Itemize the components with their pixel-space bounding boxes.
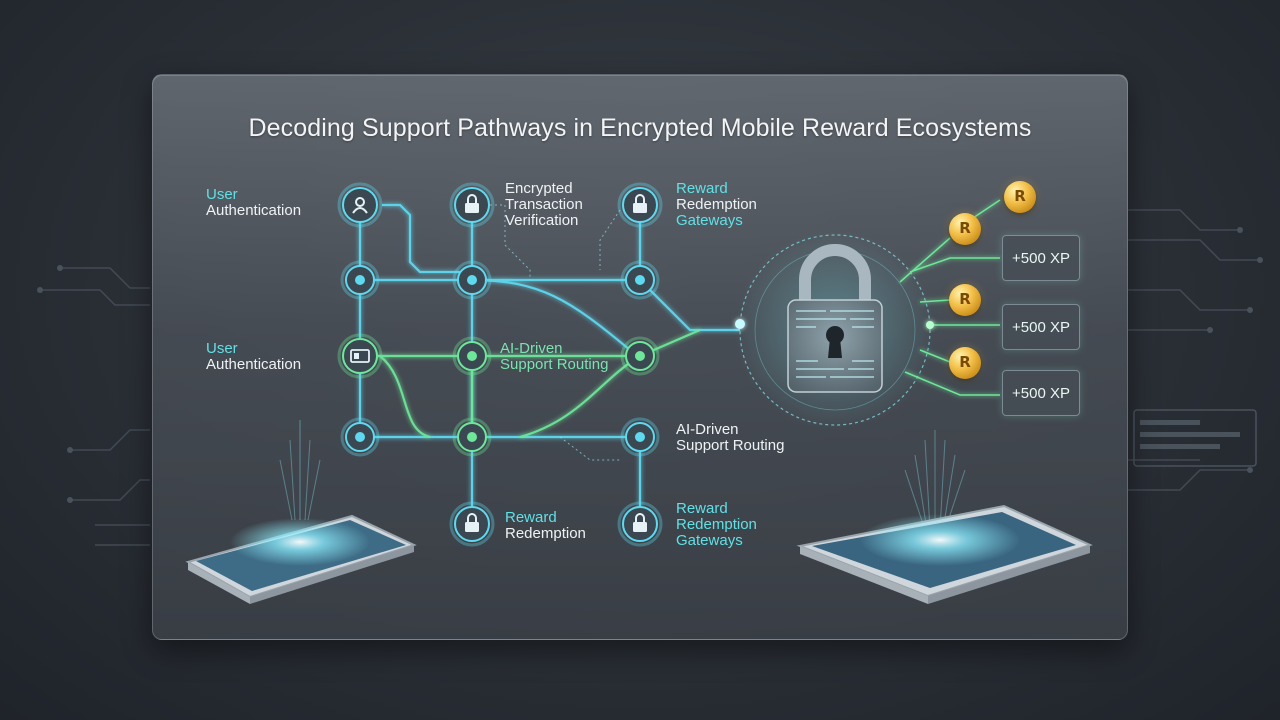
- tablet-icon: [796, 430, 1093, 604]
- xp-reward-card: +500 XP: [1002, 304, 1080, 350]
- label-user-auth-top: User Authentication: [206, 187, 301, 219]
- central-padlock: [735, 230, 935, 430]
- node-dot-icon: [467, 275, 477, 285]
- lock-icon: [465, 513, 479, 532]
- label-line: AI-Driven: [500, 340, 563, 357]
- label-line: Support Routing: [676, 437, 785, 454]
- node-ai-routing-low: [620, 417, 660, 457]
- label-line: Gateways: [676, 532, 743, 549]
- label-line: Gateways: [676, 212, 743, 229]
- label-encrypted-verification: Encrypted Transaction Verification: [505, 181, 583, 229]
- node-junction: [452, 417, 492, 457]
- label-line: AI-Driven: [676, 421, 739, 438]
- coin-symbol: R: [959, 219, 971, 237]
- xp-value: +500 XP: [1012, 250, 1070, 267]
- node-reward-redemption: [449, 501, 495, 547]
- label-line: Transaction: [505, 196, 583, 213]
- label-line: Reward: [676, 180, 728, 197]
- xp-reward-card: +500 XP: [1002, 370, 1080, 416]
- node-dot-icon: [635, 275, 645, 285]
- node-reward-gateways-bottom: [617, 501, 663, 547]
- label-line: Authentication: [206, 356, 302, 373]
- coin-symbol: R: [1014, 187, 1026, 205]
- coin-symbol: R: [959, 353, 971, 371]
- user-icon: [352, 197, 368, 214]
- reward-coin-icon: R: [1004, 181, 1036, 213]
- node-ai-routing: [452, 336, 492, 376]
- dashed-connections: [490, 204, 621, 461]
- node-dot-icon: [467, 351, 477, 361]
- node-junction: [340, 417, 380, 457]
- label-line: Reward: [505, 509, 557, 526]
- card-icon: [350, 349, 370, 363]
- label-line: Support Routing: [500, 356, 609, 373]
- node-junction: [620, 260, 660, 300]
- xp-value: +500 XP: [1012, 385, 1070, 402]
- node-dot-icon: [635, 351, 645, 361]
- coin-symbol: R: [959, 290, 971, 308]
- xp-reward-card: +500 XP: [1002, 235, 1080, 281]
- label-ai-routing-low: AI-Driven Support Routing: [676, 422, 784, 454]
- label-user-auth-mid: User Authentication: [206, 341, 301, 373]
- label-reward-gateways-bottom: Reward Redemption Gateways: [676, 501, 757, 549]
- label-line: Reward: [676, 500, 728, 517]
- smartphone-icon: [185, 420, 417, 604]
- label-reward-redemption-bottom: Reward Redemption: [505, 510, 586, 542]
- node-dot-icon: [467, 432, 477, 442]
- node-user-auth-card: [337, 333, 383, 379]
- node-junction: [620, 336, 660, 376]
- label-line: Redemption: [505, 525, 586, 542]
- reward-connections: [899, 199, 1001, 396]
- node-junction: [452, 260, 492, 300]
- lock-icon: [633, 194, 647, 213]
- node-dot-icon: [635, 432, 645, 442]
- label-line: Authentication: [206, 202, 302, 219]
- page-title: Decoding Support Pathways in Encrypted M…: [248, 114, 1032, 142]
- label-reward-gateways-top: Reward Redemption Gateways: [676, 181, 757, 229]
- label-line: Verification: [505, 212, 579, 229]
- lock-icon: [465, 194, 479, 213]
- node-reward-gateways: [617, 182, 663, 228]
- xp-value: +500 XP: [1012, 319, 1070, 336]
- lock-icon: [633, 513, 647, 532]
- label-line: User: [206, 340, 238, 357]
- node-dot-icon: [355, 275, 365, 285]
- label-line: User: [206, 186, 238, 203]
- node-user-auth: [337, 182, 383, 228]
- reward-coin-icon: R: [949, 284, 981, 316]
- node-junction: [340, 260, 380, 300]
- label-line: Encrypted: [505, 180, 573, 197]
- label-line: Redemption: [676, 196, 757, 213]
- label-line: Redemption: [676, 516, 757, 533]
- reward-coin-icon: R: [949, 213, 981, 245]
- node-encrypted-verification: [449, 182, 495, 228]
- label-ai-routing-mid: AI-Driven Support Routing: [500, 341, 608, 373]
- reward-coin-icon: R: [949, 347, 981, 379]
- node-dot-icon: [355, 432, 365, 442]
